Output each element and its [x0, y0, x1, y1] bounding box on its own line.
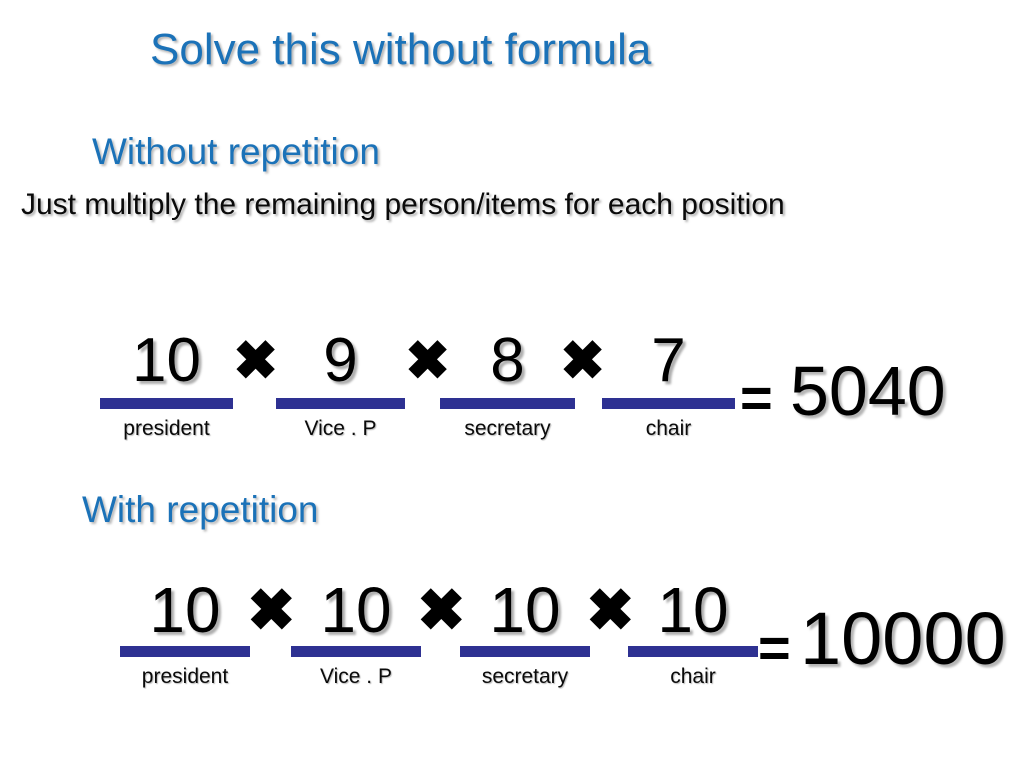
equation-result: 5040	[790, 352, 946, 430]
term-underline	[291, 646, 421, 657]
multiplication-icon: ✖	[560, 331, 606, 391]
section-body-text: Just multiply the remaining person/items…	[21, 188, 785, 221]
term-label: Vice . P	[320, 665, 392, 688]
equation-result: 10000	[800, 597, 1006, 680]
term-value: 10	[657, 574, 729, 646]
equals-icon: =	[740, 366, 773, 429]
term-label: Vice . P	[304, 417, 377, 440]
multiplication-icon: ✖	[247, 578, 296, 643]
term-underline	[460, 646, 590, 657]
multiplication-icon: ✖	[417, 578, 466, 643]
term-underline	[440, 398, 575, 409]
term-underline	[276, 398, 405, 409]
equation-without-repetition: 10 president ✖ 9 Vice . P ✖ 8 secretary …	[0, 330, 1024, 470]
section-heading-with-repetition: With repetition	[82, 489, 319, 530]
term-value: 8	[490, 326, 525, 395]
term-value: 10	[489, 574, 561, 646]
term-label: president	[123, 417, 210, 440]
term-label: secretary	[481, 665, 569, 688]
term-value: 10	[320, 574, 392, 646]
term-label: chair	[645, 417, 692, 440]
equation-with-repetition: 10 president ✖ 10 Vice . P ✖ 10 secretar…	[0, 578, 1024, 718]
term-label: secretary	[464, 417, 551, 440]
term-value: 10	[132, 326, 201, 395]
term-value: 9	[323, 326, 358, 395]
multiplication-icon: ✖	[233, 331, 279, 391]
term-label: chair	[670, 665, 716, 688]
multiplication-icon: ✖	[405, 331, 451, 391]
term-underline	[628, 646, 758, 657]
term-underline	[602, 398, 735, 409]
term-underline	[100, 398, 233, 409]
equals-icon: =	[758, 616, 791, 679]
term-label: president	[141, 665, 229, 688]
page-title: Solve this without formula	[150, 25, 652, 74]
section-heading-without-repetition: Without repetition	[92, 131, 380, 172]
multiplication-icon: ✖	[586, 578, 635, 643]
term-value: 7	[651, 326, 686, 395]
term-value: 10	[149, 574, 221, 646]
term-underline	[120, 646, 250, 657]
